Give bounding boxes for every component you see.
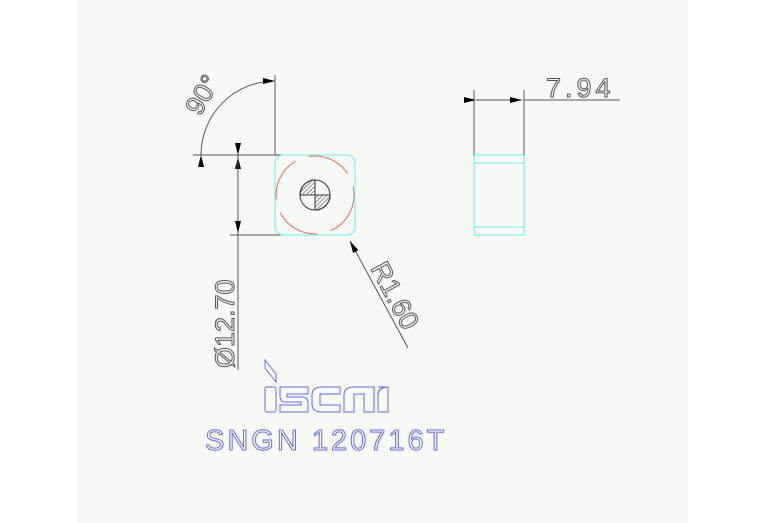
insert-top-view <box>274 154 356 236</box>
iscar-logo <box>264 358 389 413</box>
insert-outline <box>274 154 356 236</box>
diameter-dimension: Ø12.70 <box>210 143 285 370</box>
angle-label: 90° <box>179 70 225 120</box>
part-code-label: SNGN 120716T <box>205 425 447 457</box>
diameter-label: Ø12.70 <box>210 279 240 368</box>
drawing-sheet <box>78 0 688 523</box>
radius-label: R1.60 <box>365 257 425 335</box>
angle-dimension: 90° <box>179 69 285 168</box>
radius-dimension: R1.60 <box>349 240 426 349</box>
inscribed-circle <box>275 155 355 235</box>
thickness-label: 7.94 <box>546 73 615 103</box>
insert-side-view: 7.94 <box>464 73 620 236</box>
